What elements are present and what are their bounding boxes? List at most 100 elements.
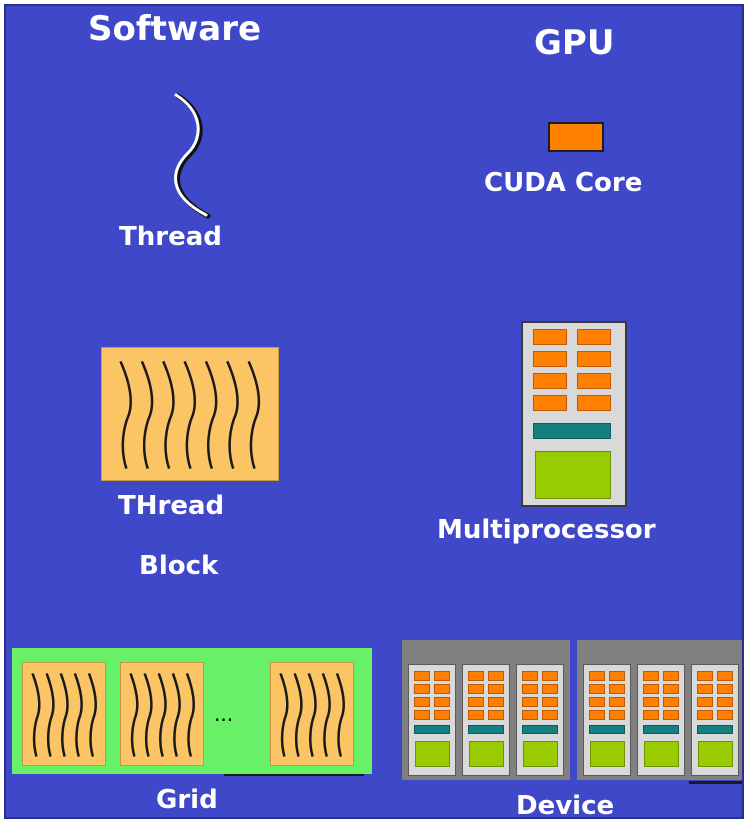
thread-wave [87, 672, 98, 757]
device-core-icon [414, 671, 430, 681]
thread-wave [171, 672, 181, 757]
device-core-icon [468, 671, 484, 681]
thread-wave [157, 672, 167, 757]
device-core-icon [609, 671, 625, 681]
device-label: Device [516, 791, 615, 819]
device-core-icon [522, 710, 538, 720]
sm-core-icon [533, 373, 567, 389]
sm-core-icon [577, 373, 611, 389]
device-core-icon [717, 671, 733, 681]
device-core-icon [697, 697, 713, 707]
thread-wave [307, 672, 317, 757]
device-shared-memory-icon [643, 725, 679, 734]
thread-wave [73, 672, 83, 757]
thread-wave [59, 672, 69, 757]
device-core-icon [609, 684, 625, 694]
device-memory-icon [415, 741, 450, 767]
cuda-hierarchy-diagram: Software GPU Thread CUDA Core THread Blo… [4, 4, 744, 819]
device-memory-icon [698, 741, 733, 767]
device-core-icon [717, 684, 733, 694]
device-multiprocessor-icon [583, 664, 631, 776]
thread-wave [293, 672, 303, 757]
device-core-icon [589, 710, 605, 720]
device-core-icon [697, 710, 713, 720]
device-core-icon [542, 684, 558, 694]
device-core-icon [697, 671, 713, 681]
device-core-icon [609, 710, 625, 720]
device-core-icon [643, 697, 659, 707]
device-memory-icon [469, 741, 504, 767]
software-heading: Software [88, 9, 262, 49]
device-core-icon [468, 697, 484, 707]
device-core-icon [434, 684, 450, 694]
sm-core-icon [533, 395, 567, 411]
device-shared-memory-icon [697, 725, 733, 734]
thread-wave [129, 672, 139, 757]
device-core-icon [414, 684, 430, 694]
gpu-heading: GPU [534, 23, 615, 63]
grid-block-icon [22, 662, 106, 766]
grid-block-icon [270, 662, 354, 766]
device-panel [577, 640, 742, 780]
thread-icon [174, 93, 211, 219]
thread-block-label-line2: Block [139, 551, 219, 581]
device-multiprocessor-icon [691, 664, 739, 776]
grid-ellipsis: ... [214, 702, 234, 726]
device-multiprocessor-icon [462, 664, 510, 776]
thread-wave [335, 672, 346, 757]
device-core-icon [609, 697, 625, 707]
thread-block-icon [101, 347, 279, 481]
thread-wave [143, 672, 153, 757]
device-core-icon [414, 710, 430, 720]
device-core-icon [488, 671, 504, 681]
multiprocessor-icon [521, 321, 627, 507]
thread-wave [45, 672, 55, 757]
device-shared-memory-icon [468, 725, 504, 734]
multiprocessor-label: Multiprocessor [437, 515, 656, 545]
device-memory-icon [644, 741, 679, 767]
device-core-icon [488, 697, 504, 707]
device-memory-icon [590, 741, 625, 767]
device-core-icon [468, 710, 484, 720]
grid-block-waves-icon [129, 672, 196, 757]
thread-wave [119, 360, 133, 469]
device-core-icon [434, 710, 450, 720]
sm-core-icon [533, 351, 567, 367]
device-core-icon [663, 671, 679, 681]
device-core-icon [663, 710, 679, 720]
device-core-icon [589, 697, 605, 707]
device-core-icon [488, 684, 504, 694]
device-core-icon [542, 697, 558, 707]
sm-core-icon [577, 329, 611, 345]
thread-wave [31, 672, 41, 757]
device-multiprocessor-icon [637, 664, 685, 776]
grid-block-waves-icon [31, 672, 98, 757]
device-shared-memory-icon [589, 725, 625, 734]
grid-divider [224, 774, 364, 776]
device-core-icon [643, 710, 659, 720]
device-core-icon [589, 671, 605, 681]
sm-core-icon [577, 351, 611, 367]
device-core-icon [434, 697, 450, 707]
grid-block-waves-icon [279, 672, 346, 757]
thread-wave [162, 360, 175, 469]
cuda-core-label: CUDA Core [484, 168, 643, 198]
thread-wave [140, 360, 154, 469]
thread-label: Thread [119, 222, 222, 252]
thread-waves-icon [119, 360, 261, 469]
device-core-icon [522, 671, 538, 681]
device-memory-icon [523, 741, 558, 767]
thread-wave [204, 360, 218, 469]
device-core-icon [522, 697, 538, 707]
device-panel [402, 640, 570, 780]
thread-block-label-line1: THread [118, 491, 225, 521]
sm-memory-icon [535, 451, 611, 499]
device-multiprocessor-icon [516, 664, 564, 776]
device-core-icon [542, 710, 558, 720]
shared-memory-icon [533, 423, 611, 439]
thread-wave [185, 672, 196, 757]
device-core-icon [434, 671, 450, 681]
device-core-icon [717, 710, 733, 720]
thread-wave [226, 360, 239, 469]
device-core-icon [663, 697, 679, 707]
